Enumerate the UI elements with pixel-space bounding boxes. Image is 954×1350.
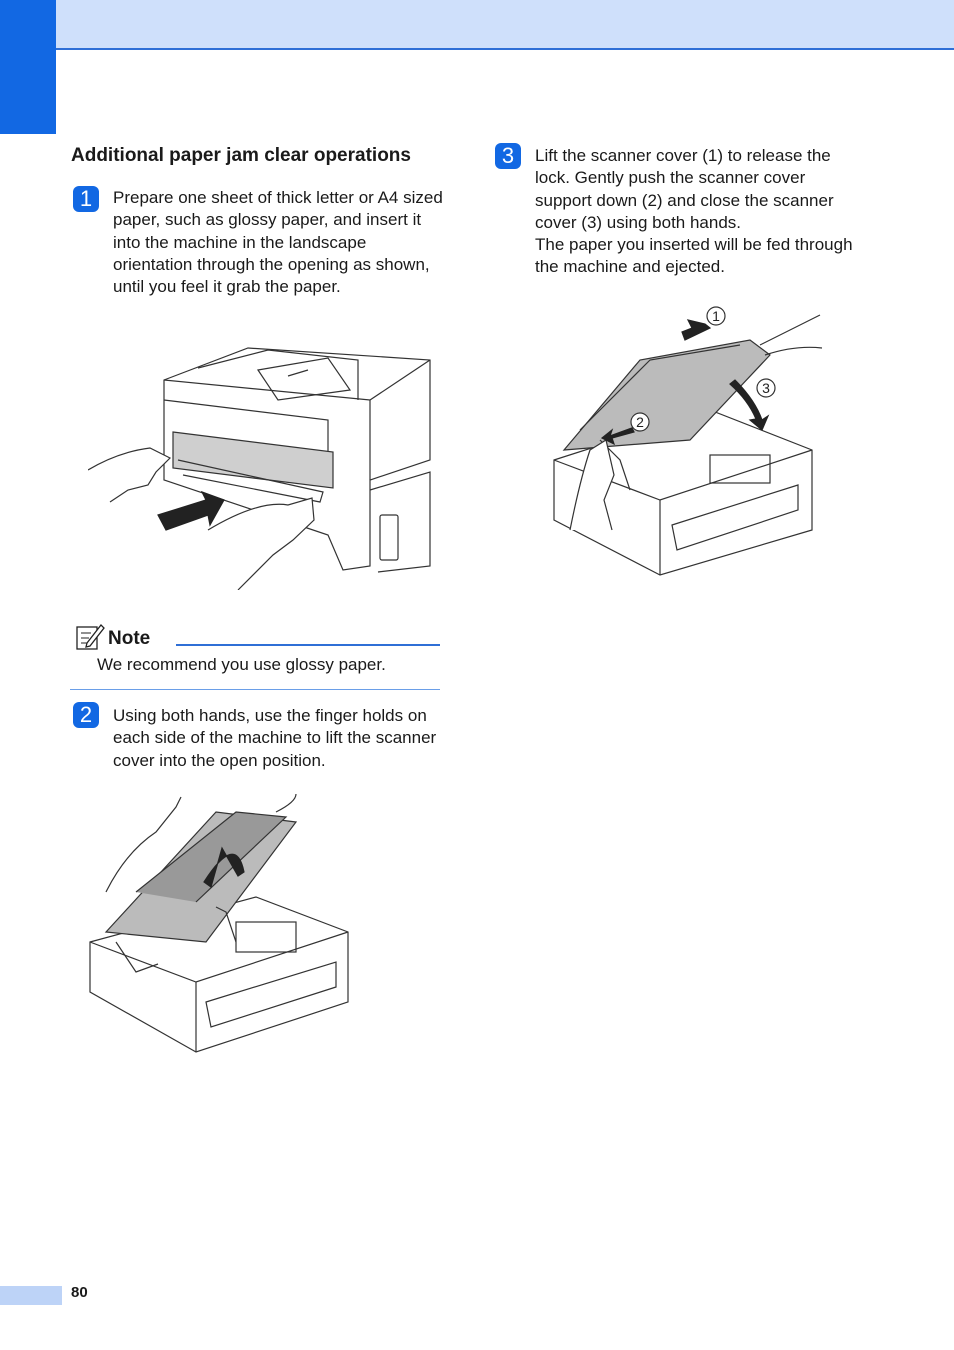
figure-lift-cover <box>89 793 349 1053</box>
note-text: We recommend you use glossy paper. <box>97 655 386 674</box>
callout-3: 3 <box>762 380 770 396</box>
footer-band <box>0 1286 62 1305</box>
step-3-text: Lift the scanner cover (1) to release th… <box>535 146 853 277</box>
step-3-badge: 3 <box>495 143 521 169</box>
chapter-tab <box>0 0 56 134</box>
step-1-text: Prepare one sheet of thick letter or A4 … <box>113 188 443 297</box>
note-label: Note <box>108 628 151 649</box>
callout-1: 1 <box>712 308 720 324</box>
section-title: Additional paper jam clear operations <box>71 145 411 166</box>
callout-2: 2 <box>636 414 644 430</box>
step-2-text: Using both hands, use the finger holds o… <box>113 706 437 770</box>
header-band <box>0 0 954 50</box>
step-1-badge: 1 <box>73 186 99 212</box>
note-pencil-icon <box>76 624 105 650</box>
note-rule-bottom <box>70 689 440 690</box>
figure-insert-paper <box>88 347 431 590</box>
figure-close-cover: 1 2 3 <box>553 306 823 576</box>
note-rule-top <box>176 644 440 646</box>
page-number: 80 <box>71 1284 88 1301</box>
step-2-badge: 2 <box>73 702 99 728</box>
